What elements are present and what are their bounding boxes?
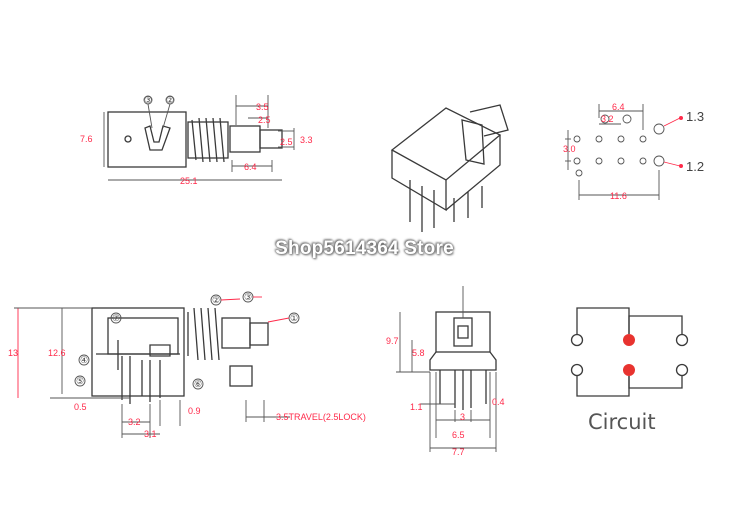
iso-top [390, 107, 502, 181]
iso-side [445, 135, 501, 211]
dim-w2: 3 [460, 412, 465, 422]
front-plunger [453, 317, 473, 347]
store-watermark: Shop5614364 Store [275, 238, 454, 259]
circuit-common-node [623, 334, 635, 346]
iso-plunger [469, 104, 509, 137]
dim-length: 25.1 [180, 176, 198, 186]
circuit-terminal [675, 333, 689, 347]
top-side-view: ③ ② 7.6 25.1 3.5 2.5 2.5 3.3 6.4 [80, 95, 313, 186]
plunger-tip [259, 129, 283, 149]
dim-c: 2.5 [280, 137, 293, 147]
circuit-wire-bottom-right [628, 376, 683, 389]
internal-detail [96, 340, 180, 370]
spring [187, 117, 229, 163]
dim-h1: 13 [8, 348, 18, 358]
iso-front [391, 150, 447, 212]
iso-pins [409, 180, 483, 232]
circuit-common-node [623, 364, 635, 376]
dim-p3: 3.1 [144, 429, 157, 439]
dim-h1: 9.7 [386, 336, 399, 346]
dim-h2: 5.8 [412, 348, 425, 358]
dim-w4: 6.5 [452, 430, 465, 440]
dim-h2: 12.6 [48, 348, 66, 358]
callout-4: ④ [80, 355, 88, 365]
dim-row: 3.0 [563, 144, 576, 154]
dim-travel: 3.5TRAVEL(2.5LOCK) [276, 412, 366, 422]
dim-p2: 3.2 [128, 417, 141, 427]
circuit-label: Circuit [588, 410, 656, 434]
pin-layout: 6.4 3.2 3.0 11.6 1.3 1.2 [563, 102, 704, 201]
callout-circles [74, 291, 300, 390]
dim-d: 3.3 [300, 135, 313, 145]
callout-7: ⑦ [112, 313, 120, 323]
pin-holes [573, 114, 665, 177]
callout-3: ③ [144, 95, 152, 105]
iso-plunger-face [461, 119, 485, 165]
body-outline [91, 307, 185, 397]
dim-w1: 1.1 [410, 402, 423, 412]
dim-height: 7.6 [80, 134, 93, 144]
dim-w5: 7.7 [452, 447, 465, 457]
callout-5: ⑤ [76, 376, 84, 386]
front-base [429, 351, 497, 371]
callout-1: ① [290, 313, 298, 323]
pin-label-1-2: 1.2 [686, 159, 704, 174]
dim-e: 6.4 [244, 162, 257, 172]
circuit-terminal [675, 363, 689, 377]
callout-2: ② [166, 95, 174, 105]
pin-label-1-3: 1.3 [686, 109, 704, 124]
switch-body [107, 111, 187, 168]
dim-p4: 0.9 [188, 406, 201, 416]
dim-pitch: 6.4 [612, 102, 625, 112]
plunger-collar [229, 125, 261, 153]
bottom-spring [187, 307, 220, 361]
front-view: 9.7 5.8 1.1 3 0.4 6.5 7.7 [386, 286, 505, 457]
bottom-collar [221, 317, 251, 349]
dim-offset: 3.2 [601, 114, 614, 124]
plunger-detail [229, 365, 253, 387]
bottom-plunger [249, 322, 269, 346]
bottom-pins [121, 356, 161, 404]
dim-w3: 0.4 [492, 397, 505, 407]
dim-b: 2.5 [258, 115, 271, 125]
bottom-side-view: ② ③ ① ⑦ ④ ⑤ ⑥ 13 12.6 0.5 3.2 3.1 0.9 3.… [8, 291, 366, 439]
callout-2: ② [212, 295, 220, 305]
circuit-diagram [570, 307, 689, 397]
isometric-view [390, 104, 509, 232]
dim-p1: 0.5 [74, 402, 87, 412]
contact-clip [144, 125, 171, 151]
front-plunger-core [457, 325, 469, 339]
circuit-terminal [570, 363, 584, 377]
front-pins [439, 370, 487, 410]
mount-hole [124, 135, 132, 143]
circuit-wire-top-left [576, 307, 630, 334]
circuit-wire-bottom-left [576, 376, 630, 397]
callout-3: ③ [244, 292, 252, 302]
circuit-wire-top-right [628, 315, 683, 334]
dim-a: 3.5 [256, 102, 269, 112]
circuit-terminal [570, 333, 584, 347]
dim-width: 11.6 [610, 191, 627, 201]
callout-6: ⑥ [194, 379, 202, 389]
